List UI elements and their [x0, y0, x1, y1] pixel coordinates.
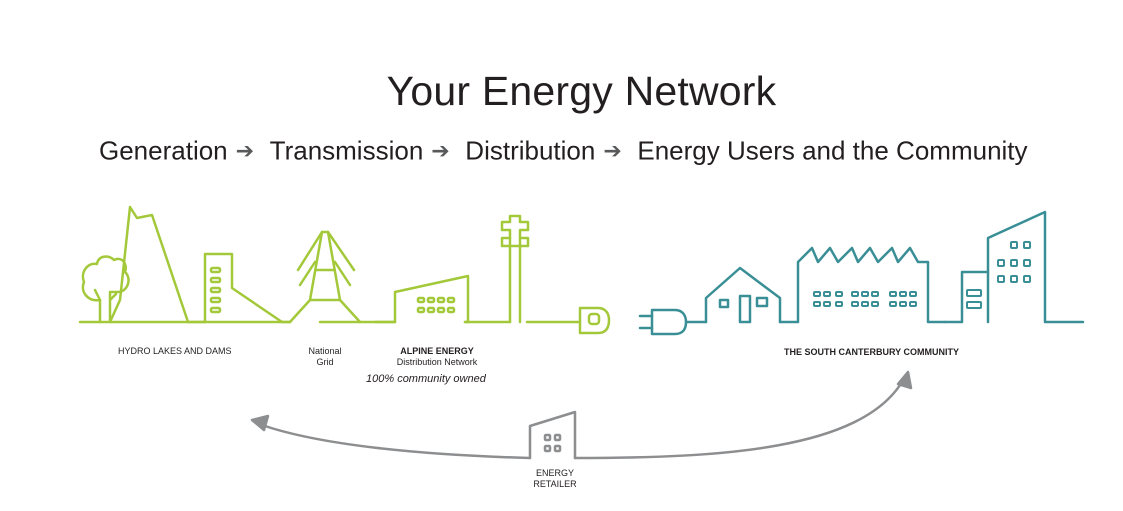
factory-icon: [778, 246, 947, 324]
label-energy-retailer: ENERGY RETAILER: [533, 468, 577, 489]
page-title: Your Energy Network: [386, 68, 777, 114]
city-buildings-icon: [943, 210, 1085, 324]
label-community-owned: 100% community owned: [366, 373, 486, 385]
arrow-right-icon: ➔: [431, 138, 450, 164]
label-south-canterbury-community: THE SOUTH CANTERBURY COMMUNITY: [784, 347, 959, 357]
dam-icon: [108, 205, 292, 324]
flow-step-community: Energy Users and the Community: [637, 135, 1028, 166]
flow-step-generation: Generation: [99, 135, 228, 166]
retailer-building-icon: [528, 410, 577, 460]
power-pole-icon: [500, 214, 530, 324]
arrow-to-generation: [260, 423, 532, 460]
arrow-head-right-icon: [896, 370, 913, 390]
label-national-grid: National Grid: [308, 346, 342, 367]
arrow-right-icon: ➔: [235, 138, 255, 164]
arrow-to-community: [573, 380, 904, 460]
tree-icon: [81, 255, 130, 324]
pylon-icon: [288, 230, 362, 324]
flow-step-distribution: Distribution: [465, 135, 596, 166]
house-icon: [704, 266, 782, 324]
arrow-right-icon: ➔: [603, 138, 622, 164]
socket-icon: [638, 308, 708, 336]
label-hydro: HYDRO LAKES AND DAMS: [118, 346, 232, 356]
energy-flow-steps: Generation ➔ Transmission ➔ Distribution ➔ Ene…: [99, 134, 1028, 167]
label-alpine-energy: ALPINE ENERGY Distribution Network: [396, 346, 478, 367]
arrow-head-left-icon: [250, 414, 270, 432]
distribution-building-icon: [373, 274, 470, 324]
plug-icon: [578, 306, 611, 335]
flow-step-transmission: Transmission: [269, 135, 424, 166]
